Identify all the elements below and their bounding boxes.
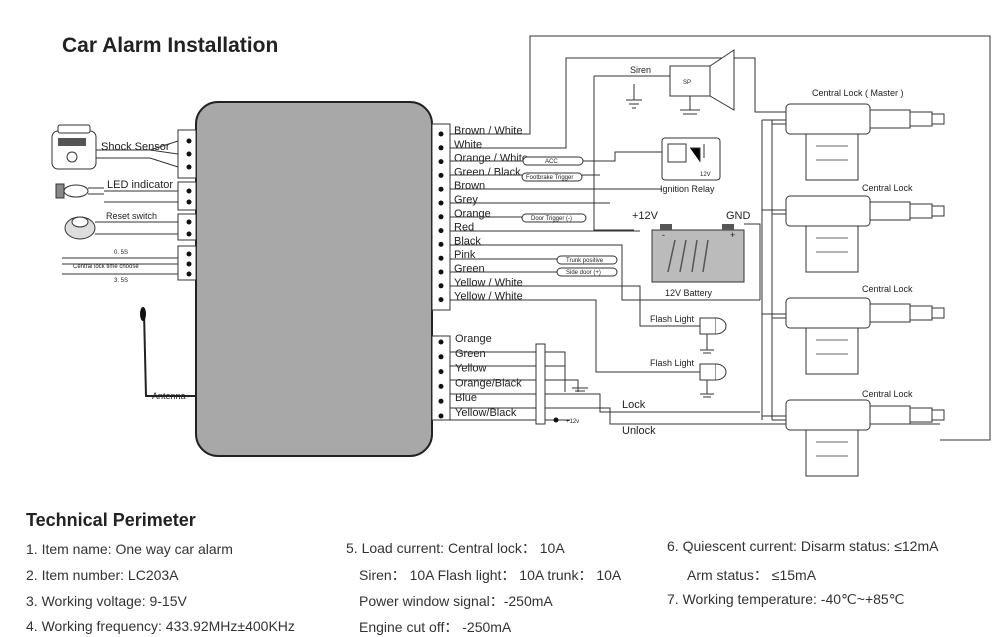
spec-col1-2: 2. Item number: LC203A (26, 567, 179, 583)
wire-label: Pink (454, 249, 476, 261)
reset-switch-label: Reset switch (106, 211, 157, 221)
wire-pin (438, 283, 444, 289)
antenna-label: Antenna (152, 391, 186, 401)
spec-col1-4: 4. Working frequency: 433.92MHz±400KHz (26, 618, 295, 634)
relay-label: Ignition Relay (660, 184, 715, 194)
tag-acc: ACC (545, 159, 558, 165)
relay-12v: 12V (700, 172, 711, 178)
wire-label: Orange (454, 208, 491, 220)
wire-pin (438, 145, 444, 151)
led-indicator-icon (55, 183, 104, 199)
time-choose-label: Central lock time choose (73, 264, 139, 270)
tag-trunk: Trunk positive (566, 258, 604, 264)
wire-label: Orange / White (454, 153, 528, 165)
battery-plus12v: +12V (632, 210, 659, 222)
led-indicator-label: LED indicator (107, 179, 173, 191)
wire-pin (438, 354, 444, 360)
spec-col1-3: 3. Working voltage: 9-15V (26, 593, 187, 609)
siren-label: Siren (630, 65, 651, 75)
wire-pin (438, 369, 444, 375)
flash-light-label-2: Flash Light (650, 358, 695, 368)
flash-light-icon (699, 317, 727, 354)
wire-pin (438, 413, 444, 419)
control-unit (195, 101, 433, 457)
central-lock-icon (785, 103, 945, 181)
lock-label: Lock (622, 399, 646, 411)
siren-sp: SP (683, 80, 691, 86)
siren-icon (669, 49, 735, 115)
wire-label: Red (454, 222, 474, 234)
wire-label: Orange (455, 333, 492, 345)
page-title: Car Alarm Installation (62, 34, 279, 57)
tech-title: Technical Perimeter (26, 510, 196, 530)
flash-light-label-1: Flash Light (650, 314, 695, 324)
wire-label: Green (454, 263, 485, 275)
central-lock-icon (785, 195, 945, 273)
wire-label: Yellow / White (454, 277, 523, 289)
wire-pin (438, 214, 444, 220)
spec-col3-2: Arm status： ≤15mA (687, 567, 817, 583)
plus12v-label: +12v (566, 419, 579, 425)
time-35-label: 3. 5S (114, 278, 128, 284)
spec-col2-2: Siren： 10A Flash light： 10A trunk： 10A (359, 567, 622, 583)
wire-pin (438, 241, 444, 247)
ignition-relay-icon (661, 137, 721, 181)
central-lock-label-4: Central Lock (862, 389, 913, 399)
wire-pin (438, 383, 444, 389)
spec-col1-1: 1. Item name: One way car alarm (26, 541, 233, 557)
battery-minus: - (662, 230, 665, 240)
wire-pin (438, 339, 444, 345)
battery-icon (651, 224, 745, 283)
wire-label: Yellow / White (454, 291, 523, 303)
wire-label: Green (455, 348, 486, 360)
wire-label: Brown (454, 180, 485, 192)
wire-label: Grey (454, 194, 478, 206)
time-05-label: 0. 5S (114, 250, 128, 256)
tag-side-door: Side door (+) (566, 270, 601, 276)
battery-label: 12V Battery (665, 288, 713, 298)
wire-label: Orange/Black (455, 377, 522, 389)
wire-label: Brown / White (454, 125, 522, 137)
spec-col2-1: 5. Load current: Central lock： 10A (346, 540, 565, 556)
central-lock-icon (785, 297, 945, 375)
unlock-label: Unlock (622, 425, 656, 437)
wire-label: White (454, 139, 482, 151)
wire-pin (438, 131, 444, 137)
wire-pin (438, 228, 444, 234)
flash-light-icon (699, 363, 727, 398)
wire-pin (438, 398, 444, 404)
central-lock-label-1: Central Lock ( Master ) (812, 88, 904, 98)
wire-label: Yellow/Black (455, 407, 517, 419)
wire-pin (438, 186, 444, 192)
battery-gnd: GND (726, 210, 751, 222)
wire-pin (438, 297, 444, 303)
wire-label: Green / Black (454, 166, 521, 178)
central-lock-icon (785, 399, 945, 477)
spec-col2-3: Power window signal：-250mA (359, 593, 553, 609)
wire-pin (438, 159, 444, 165)
central-lock-label-2: Central Lock (862, 183, 913, 193)
battery-plus: + (730, 230, 735, 240)
wire-label: Black (454, 235, 481, 247)
central-lock-label-3: Central Lock (862, 284, 913, 294)
reset-switch-icon (64, 216, 96, 240)
spec-col3-3: 7. Working temperature: -40℃~+85℃ (667, 591, 905, 607)
spec-col3-1: 6. Quiescent current: Disarm status: ≤12… (667, 538, 939, 554)
tag-footbrake: Footbrake Trigger (526, 175, 573, 181)
wire-pin (438, 269, 444, 275)
wire-label: Yellow (455, 363, 486, 375)
wire-pin (438, 255, 444, 261)
wire-pin (438, 200, 444, 206)
tag-door-trigger: Door Trigger (-) (531, 216, 572, 222)
wire-pin (438, 172, 444, 178)
antenna-icon (140, 307, 146, 321)
wire-label: Blue (455, 392, 477, 404)
shock-sensor-icon (51, 124, 97, 170)
spec-col2-4: Engine cut off： -250mA (359, 619, 512, 635)
